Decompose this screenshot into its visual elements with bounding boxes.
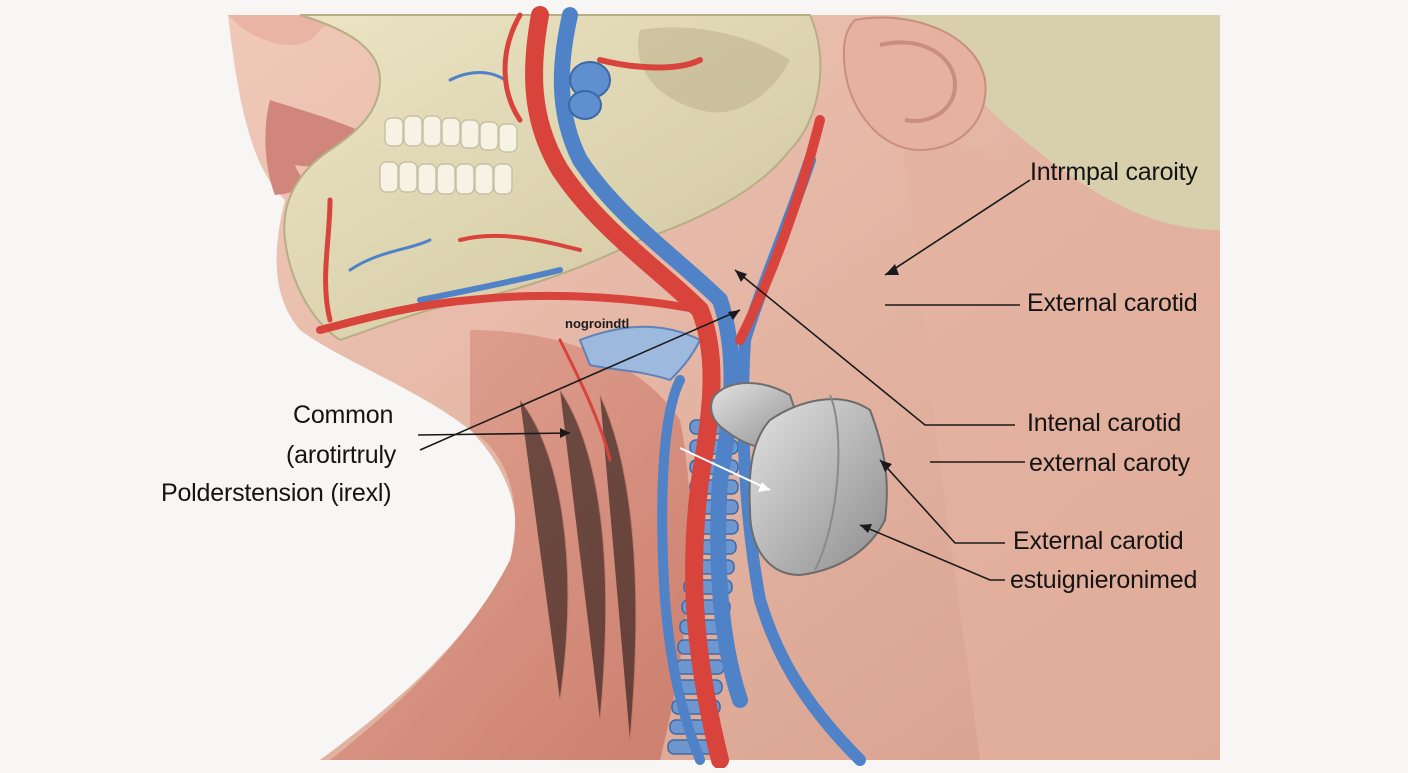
ear <box>842 16 987 152</box>
label-arotirtruly: (arotirtruly <box>286 441 397 469</box>
leader-estuig <box>859 524 1005 581</box>
label-external-carotid-2: External carotid <box>1013 527 1184 555</box>
arrowheads <box>560 264 899 533</box>
label-external-carotid-1: External carotid <box>1027 289 1198 317</box>
leader-intrmpal <box>884 179 1031 276</box>
label-intrmpal: Intrmpal caroity <box>1030 158 1198 186</box>
leader-internal <box>734 269 1015 426</box>
label-internal-carotid: Intenal carotid <box>1027 409 1182 437</box>
leader-aroti <box>419 309 741 451</box>
leader-common <box>417 432 571 436</box>
neck-muscle <box>330 330 691 760</box>
ultrasound-probe <box>710 382 888 577</box>
back-neck-shade <box>900 60 1220 760</box>
arteries <box>316 6 825 769</box>
leader-external-3 <box>879 459 1005 544</box>
label-inner-structure: nogroindtl <box>565 316 630 331</box>
teeth <box>379 115 518 195</box>
probe-arrow <box>679 447 771 491</box>
label-common: Common <box>293 401 394 429</box>
lips <box>265 100 380 195</box>
leader-lines <box>417 179 1031 581</box>
label-polderstension: Polderstension (irexl) <box>161 479 392 507</box>
label-estuignieronimed: estuignieronimed <box>1010 566 1198 594</box>
label-external-caroty: external caroty <box>1029 449 1190 477</box>
